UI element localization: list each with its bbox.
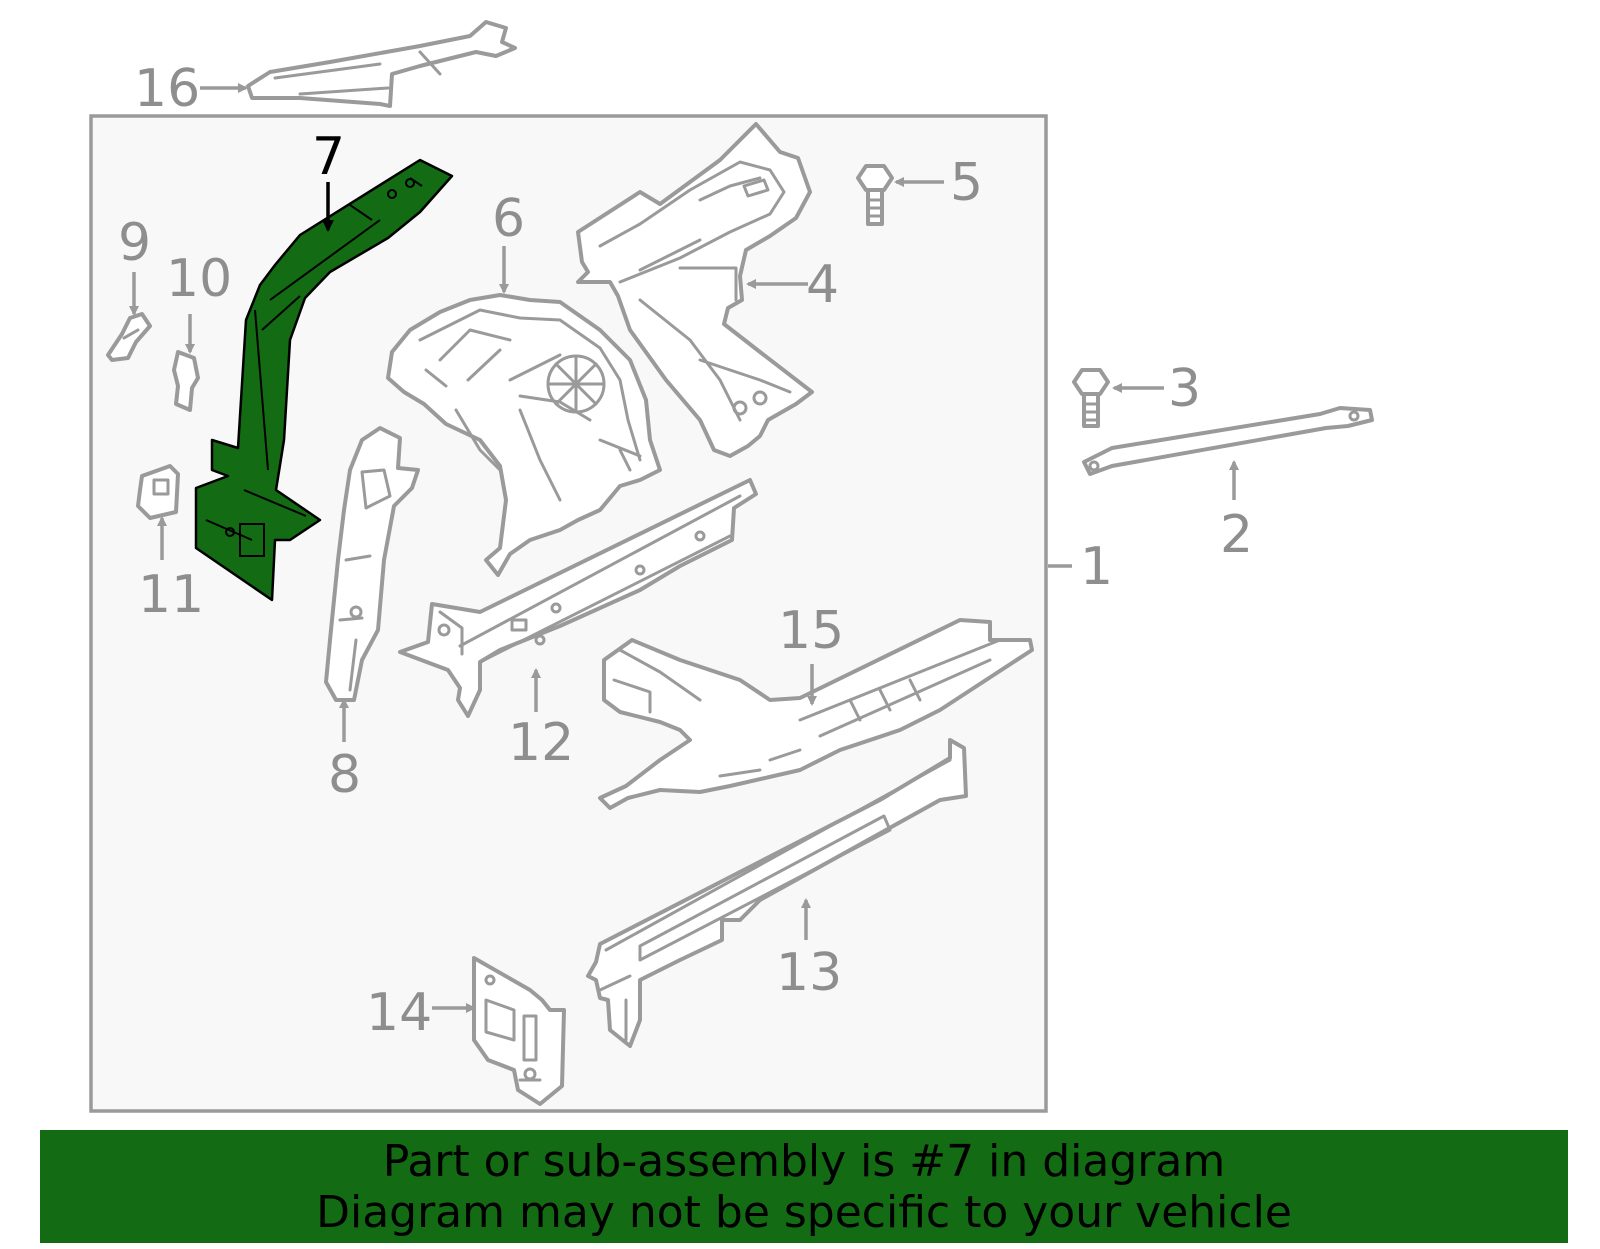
callout-2: 2 [1220,505,1253,565]
callout-8: 8 [328,745,361,805]
part-8-reinforcement[interactable] [324,426,420,702]
part-7-pillar-highlighted[interactable] [194,158,454,602]
part-15-lower-rail[interactable] [598,618,1034,810]
callout-11: 11 [138,565,204,625]
part-14-bracket-plate[interactable] [472,956,566,1106]
part-16-bracket[interactable] [246,20,517,108]
part-6-wheelhouse[interactable] [386,293,662,577]
part-4-shock-tower[interactable] [576,122,814,458]
part-3-bolt[interactable] [1072,368,1110,428]
callout-12: 12 [508,713,574,773]
info-banner: Part or sub-assembly is #7 in diagram Di… [40,1130,1568,1243]
callout-16: 16 [134,59,200,119]
callout-5: 5 [950,153,983,213]
part-10-bracket[interactable] [172,350,200,412]
callout-3: 3 [1168,359,1201,419]
part-9-clip[interactable] [106,312,152,362]
callout-13: 13 [776,943,842,1003]
part-12-frame-rail[interactable] [398,478,758,718]
callout-6: 6 [492,189,525,249]
callout-9: 9 [118,213,151,273]
callout-labels: 1 2 3 4 5 6 7 8 9 10 11 12 13 14 15 16 [118,59,1253,1043]
part-5-bolt[interactable] [856,164,894,226]
part-2-brace-bar[interactable] [1082,406,1374,476]
banner-line-1: Part or sub-assembly is #7 in diagram [382,1135,1226,1187]
part-13-sill-rail[interactable] [586,738,968,1048]
banner-line-2: Diagram may not be specific to your vehi… [316,1186,1292,1238]
leader-lines [129,83,1239,1013]
callout-14: 14 [366,983,432,1043]
callout-4: 4 [806,255,839,315]
callout-10: 10 [166,249,232,309]
callout-1: 1 [1080,537,1113,597]
callout-15: 15 [778,601,844,661]
part-11-gusset[interactable] [136,464,180,520]
callout-7: 7 [312,127,345,187]
